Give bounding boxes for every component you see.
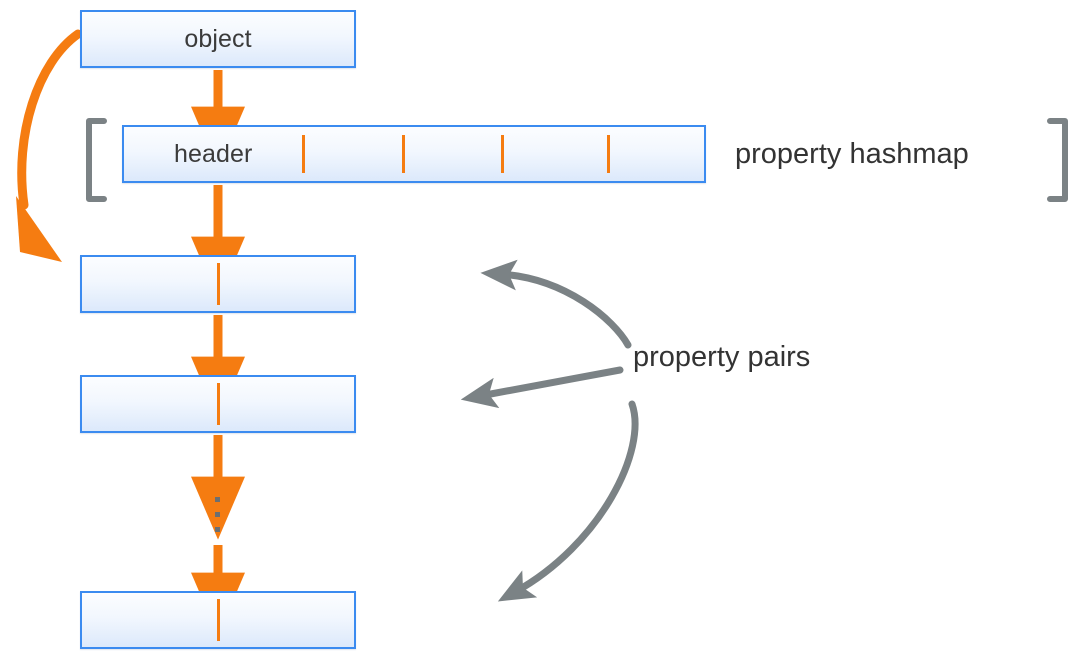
curved-orange-arrow-head <box>16 196 62 262</box>
property-hashmap-label: property hashmap <box>735 138 969 170</box>
pair-divider-3 <box>216 599 220 641</box>
hashmap-tick-2 <box>402 135 405 173</box>
vertical-ellipsis-icon <box>215 497 220 532</box>
property-pairs-label: property pairs <box>633 341 811 373</box>
hashmap-tick-4 <box>607 135 610 173</box>
hashmap-tick-3 <box>501 135 504 173</box>
pair-divider-2 <box>216 383 220 425</box>
curved-orange-arrow <box>17 29 83 210</box>
property-hashmap-row[interactable]: header <box>122 125 706 183</box>
property-pairs-callouts <box>460 259 639 602</box>
hashmap-tick-1 <box>302 135 305 173</box>
bracket-left <box>86 118 107 202</box>
property-pair-box-3[interactable] <box>80 591 356 649</box>
bracket-right <box>1047 118 1068 202</box>
callout-arrow-middle <box>460 366 624 409</box>
object-box[interactable]: object <box>80 10 356 68</box>
header-cell-label: header <box>174 139 253 168</box>
callout-arrow-top <box>480 259 632 349</box>
property-pair-box-1[interactable] <box>80 255 356 313</box>
object-box-label: object <box>184 24 252 53</box>
pair-divider-1 <box>216 263 220 305</box>
property-pair-box-2[interactable] <box>80 375 356 433</box>
callout-arrow-bottom <box>497 400 639 602</box>
